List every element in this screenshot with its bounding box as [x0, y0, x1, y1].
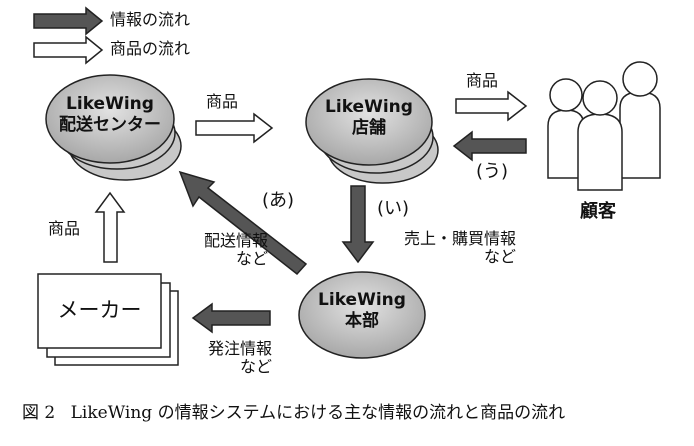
legend-goods-label: 商品の流れ [110, 39, 191, 58]
distribution-center-label: LikeWing 配送センター [46, 94, 174, 137]
hq-to-dc-tag: (あ) [262, 190, 295, 211]
figure-caption: 図 2 LikeWing の情報システムにおける主な情報の流れと商品の流れ [22, 398, 682, 423]
distribution-center-node [45, 74, 182, 181]
customer-to-store-tag: (う) [476, 161, 509, 182]
maker-to-dc-goods-label: 商品 [48, 219, 81, 238]
store-label: LikeWing 店舗 [306, 97, 432, 140]
store-to-hq-info-line2: など [483, 247, 516, 267]
hq-to-maker-info-line1: 発注情報 [207, 339, 272, 358]
hq-to-maker-info-line2: など [239, 357, 272, 377]
headquarters-node [298, 271, 426, 359]
store-to-hq-tag: (い) [377, 198, 410, 219]
legend-goods-arrow [33, 35, 104, 65]
figure-caption-text: LikeWing の情報システムにおける主な情報の流れと商品の流れ [70, 403, 566, 423]
customers-icon [547, 61, 661, 191]
store-to-hq-info-line1: 売上・購買情報 [403, 229, 516, 248]
distribution-center-label-line2: 配送センター [59, 115, 161, 136]
legend-info-arrow [33, 6, 104, 36]
hq-to-dc-info-line1: 配送情報 [203, 231, 268, 250]
info-arrow-store-to-hq [341, 185, 375, 264]
info-arrow-customer-to-store [452, 130, 527, 162]
store-label-line1: LikeWing [325, 97, 413, 117]
maker-label: メーカー [57, 298, 142, 322]
headquarters-label: LikeWing 本部 [299, 290, 425, 333]
store-label-line2: 店舗 [352, 118, 386, 139]
goods-arrow-maker-to-dc [94, 191, 126, 263]
info-arrow-hq-to-maker [191, 302, 271, 334]
store-to-hq-info-label: 売上・購買情報 など [380, 229, 516, 267]
info-arrow-hq-to-dc [178, 170, 308, 276]
headquarters-label-line2: 本部 [345, 311, 379, 332]
distribution-center-label-line1: LikeWing [66, 94, 154, 114]
headquarters-label-line1: LikeWing [318, 290, 406, 310]
hq-to-dc-info-label: 配送情報 など [172, 231, 268, 269]
goods-arrow-store-to-customer [455, 90, 528, 122]
goods-arrow-dc-to-store [195, 112, 274, 144]
customers-label: 顧客 [580, 201, 616, 222]
maker-node [37, 273, 179, 366]
hq-to-dc-info-line2: など [235, 249, 268, 269]
legend-info-label: 情報の流れ [110, 10, 191, 29]
hq-to-maker-info-label: 発注情報 など [186, 339, 272, 377]
figure-number: 図 2 [22, 403, 56, 423]
store-node [305, 78, 439, 184]
store-to-customer-goods-label: 商品 [466, 71, 499, 90]
dc-to-store-goods-label: 商品 [206, 92, 239, 111]
